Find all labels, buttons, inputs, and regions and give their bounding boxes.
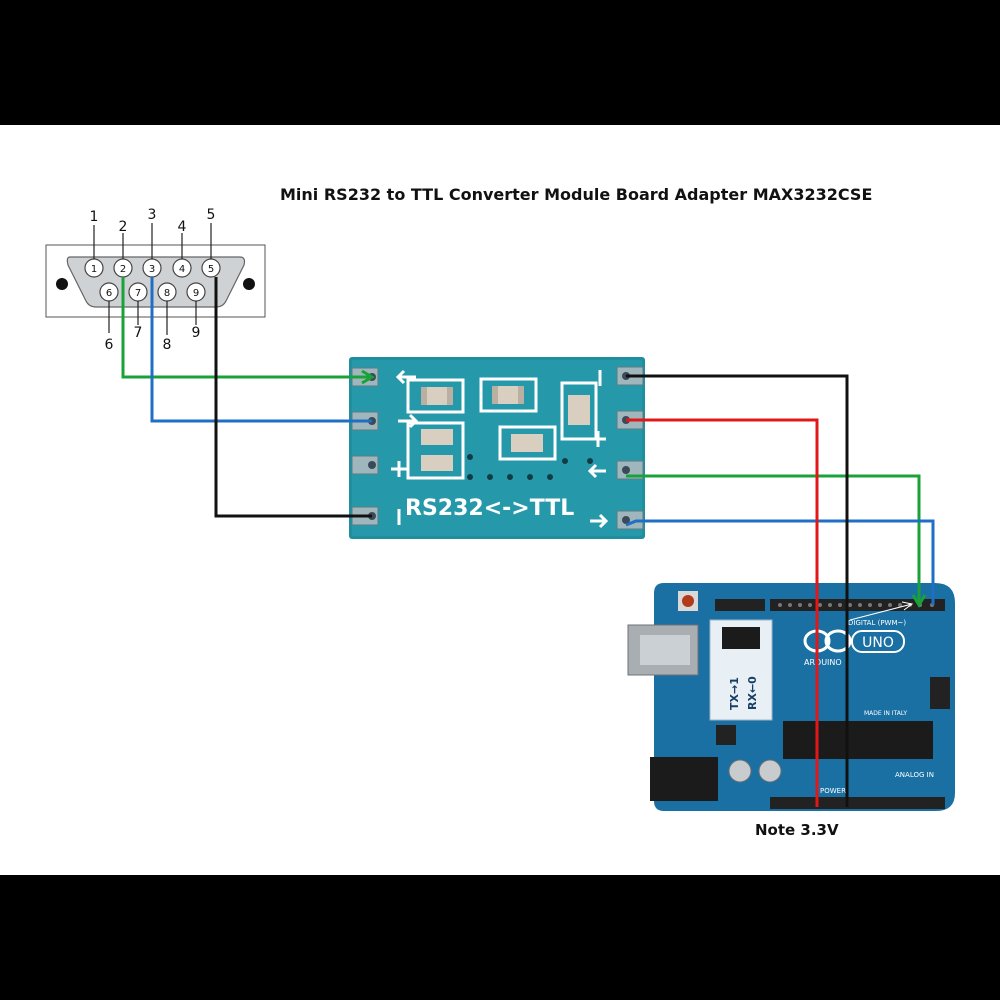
wiring-diagram: 1 2 3 4 5 6 7 8 9	[45, 207, 955, 811]
db9-pin-label-5: 5	[208, 264, 214, 275]
wire-blue-arduino	[625, 519, 935, 605]
db9-number-6: 6	[105, 337, 114, 353]
analog-label: ANALOG IN	[895, 771, 934, 779]
db9-pin-label-8: 8	[164, 288, 170, 299]
module-capacitors	[406, 377, 598, 480]
wire-green-arduino	[626, 474, 921, 605]
db9-screw-left	[56, 278, 68, 290]
db9-pin-label-6: 6	[106, 288, 112, 299]
module-silk-label: RS232<->TTL	[405, 496, 574, 521]
arduino-brand-text: ARDUINO	[804, 658, 842, 667]
header-aref	[715, 599, 765, 611]
db9-pin-label-1: 1	[91, 264, 97, 275]
db9-pin-label-2: 2	[120, 264, 126, 275]
diagram-canvas: Mini RS232 to TTL Converter Module Board…	[0, 125, 1000, 875]
db9-number-3: 3	[148, 207, 157, 223]
db9-number-4: 4	[178, 219, 187, 235]
arduino-logo-text: UNO	[862, 635, 894, 651]
made-in-label: MADE IN ITALY	[864, 710, 907, 717]
rs232-ttl-module: RS232<->TTL	[349, 357, 645, 539]
db9-screw-right	[243, 278, 255, 290]
dc-power-jack	[650, 757, 718, 801]
db9-pin-label-7: 7	[135, 288, 141, 299]
wire-blue-db9	[150, 277, 372, 423]
arduino-uno-board: TX→1 RX←0 UNO ARDUINO DIGITAL (PWM~) MAD…	[627, 583, 955, 811]
header-power-analog	[770, 797, 945, 809]
tx-label: TX→1	[728, 677, 741, 710]
rx-label: RX←0	[746, 676, 759, 710]
header-digital	[770, 599, 945, 611]
wire-red-arduino	[626, 418, 819, 807]
db9-number-9: 9	[192, 325, 201, 341]
wire-black-db9	[214, 277, 372, 518]
atmega-chip	[783, 721, 933, 759]
db9-pin-label-4: 4	[179, 264, 185, 275]
reset-button	[682, 595, 694, 607]
db9-number-7: 7	[134, 325, 143, 341]
wire-green-db9	[121, 277, 372, 379]
db9-number-5: 5	[207, 207, 216, 223]
db9-number-2: 2	[119, 219, 128, 235]
wire-black-arduino	[626, 374, 849, 807]
diagram-title: Mini RS232 to TTL Converter Module Board…	[280, 185, 873, 204]
db9-pin-label-9: 9	[193, 288, 199, 299]
wires	[121, 277, 935, 807]
db9-pin-label-3: 3	[149, 264, 155, 275]
db9-number-8: 8	[163, 337, 172, 353]
digital-label: DIGITAL (PWM~)	[848, 619, 906, 627]
voltage-note: Note 3.3V	[755, 821, 839, 839]
power-label: POWER	[820, 787, 846, 795]
db9-connector: 1 2 3 4 5 6 7 8 9	[45, 207, 266, 353]
db9-number-1: 1	[90, 209, 99, 225]
